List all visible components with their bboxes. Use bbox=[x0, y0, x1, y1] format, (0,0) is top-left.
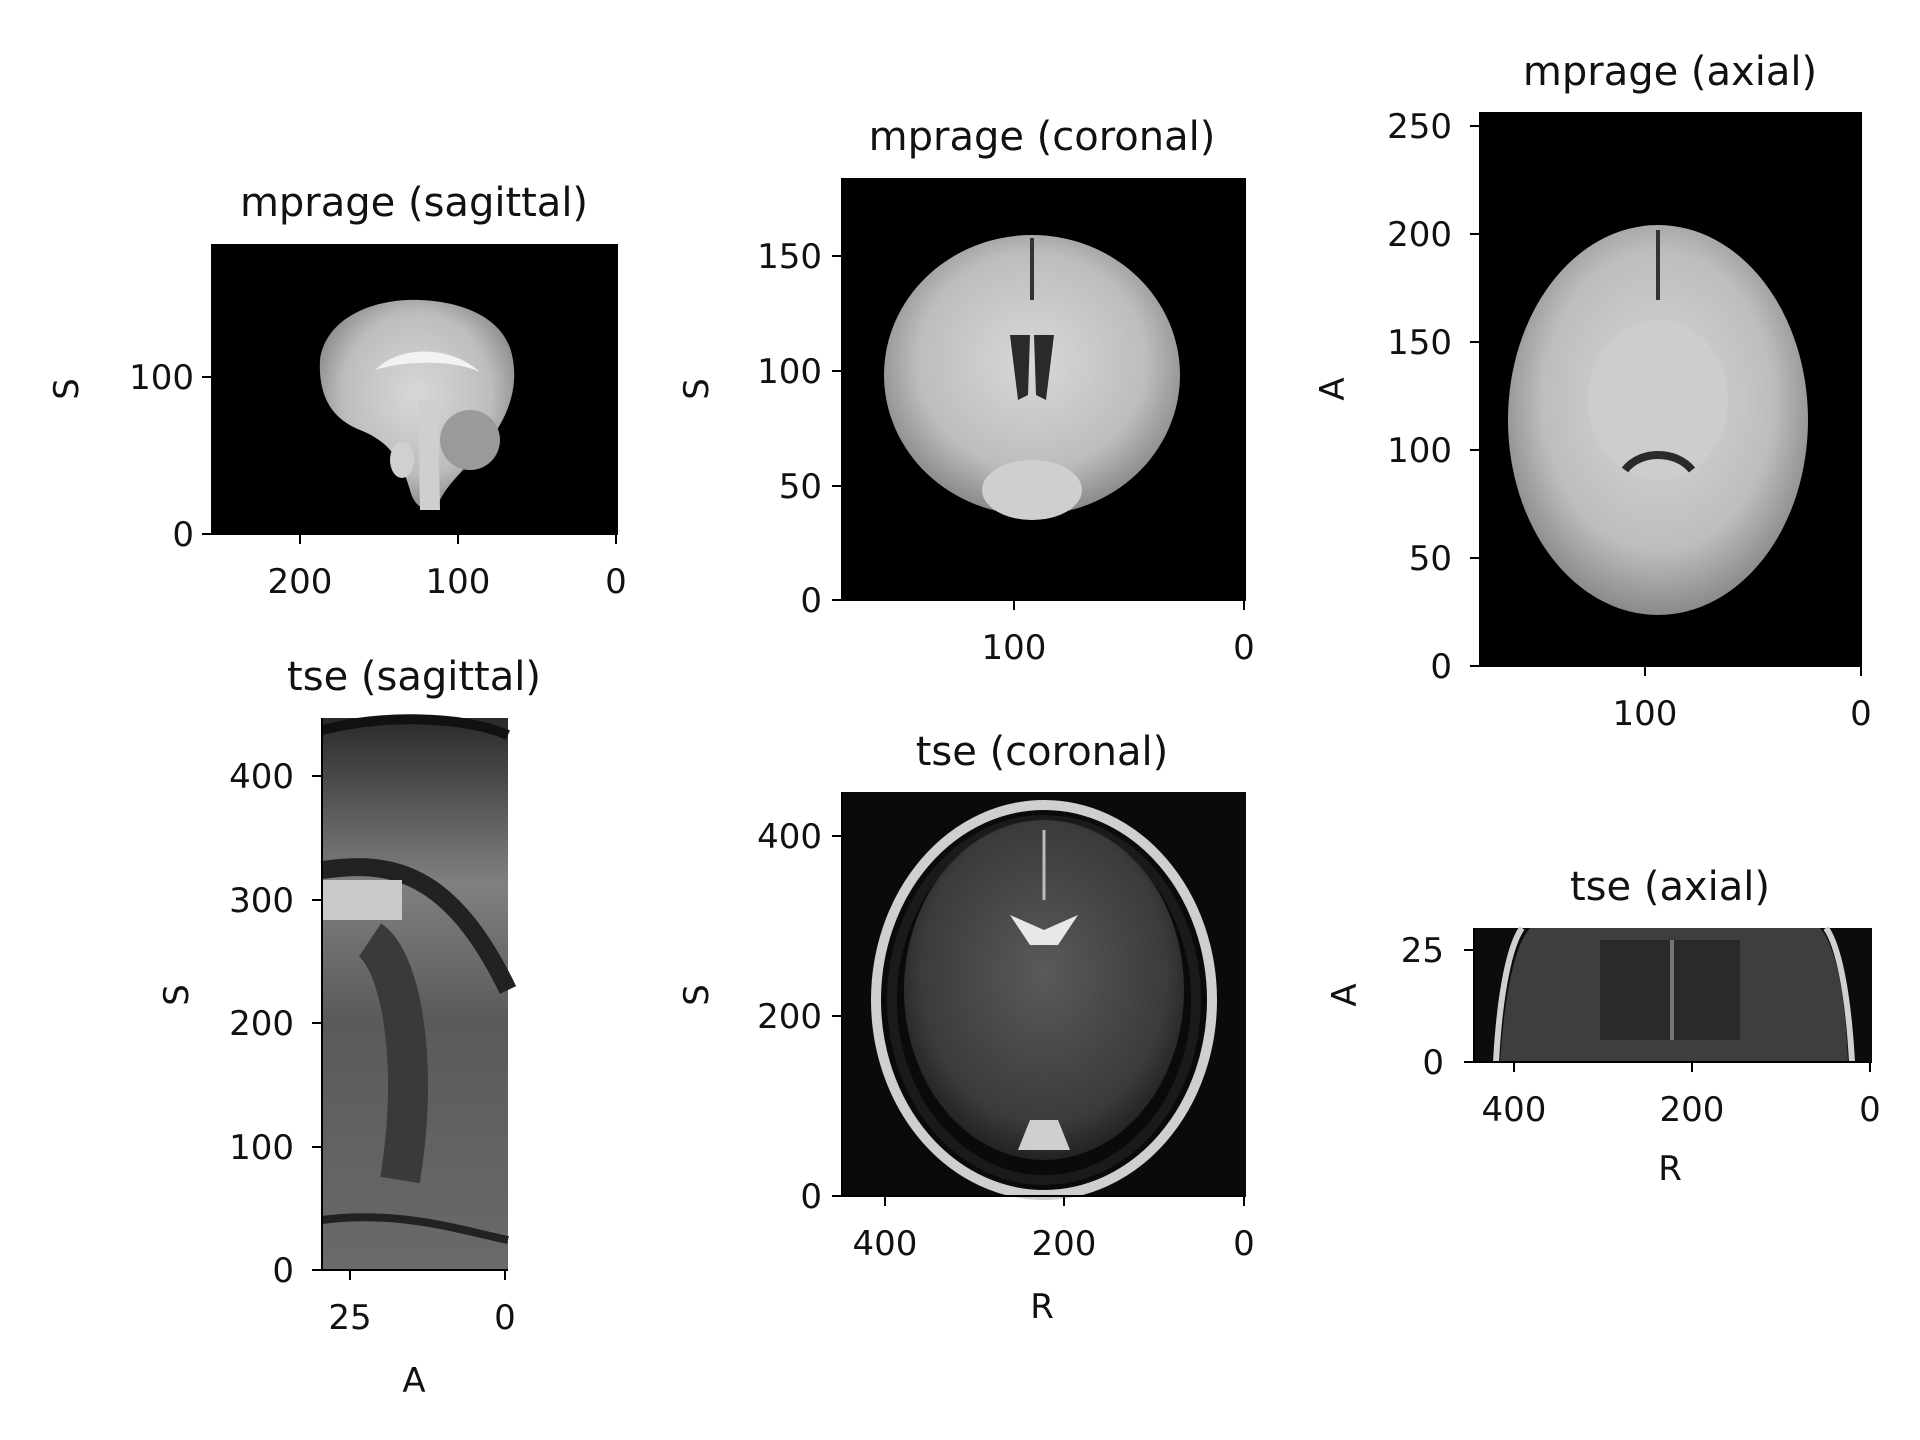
y-tick-label: 0 bbox=[1422, 1043, 1444, 1083]
x-tick-label: 100 bbox=[982, 628, 1047, 668]
y-tick-label: 150 bbox=[757, 237, 822, 277]
y-tick-label: 400 bbox=[757, 817, 822, 857]
panel-title: mprage (sagittal) bbox=[240, 180, 588, 226]
y-axis-label: A bbox=[1313, 377, 1353, 400]
panel-mprage-axial: mprage (axial) 100 0 250 200 150 100 50 … bbox=[1313, 49, 1872, 734]
panel-title: tse (sagittal) bbox=[287, 654, 541, 700]
x-tick-label: 400 bbox=[853, 1224, 918, 1264]
y-axis-label: S bbox=[47, 378, 87, 400]
x-tick-label: 0 bbox=[605, 562, 627, 602]
x-tick-label: 0 bbox=[1233, 628, 1255, 668]
y-tick-label: 50 bbox=[1409, 539, 1452, 579]
y-tick-label: 200 bbox=[229, 1004, 294, 1044]
panel-title: mprage (axial) bbox=[1523, 49, 1817, 95]
x-tick-label: 25 bbox=[328, 1298, 371, 1338]
y-tick-label: 100 bbox=[229, 1128, 294, 1168]
x-tick-label: 0 bbox=[494, 1298, 516, 1338]
panel-tse-coronal: tse (coronal) 400 200 0 R 400 200 0 S bbox=[677, 729, 1255, 1327]
y-axis-label: S bbox=[677, 378, 717, 400]
x-tick-label: 400 bbox=[1482, 1090, 1547, 1130]
y-tick-label: 0 bbox=[800, 1177, 822, 1217]
brain-slice-image bbox=[871, 800, 1217, 1200]
y-tick-label: 100 bbox=[757, 352, 822, 392]
panel-mprage-coronal: mprage (coronal) 100 0 150 100 50 0 S bbox=[677, 114, 1255, 668]
y-tick-label: 400 bbox=[229, 757, 294, 797]
x-tick-label: 200 bbox=[1032, 1224, 1097, 1264]
y-tick-label: 0 bbox=[172, 515, 194, 555]
brain-slice-image bbox=[319, 299, 515, 510]
y-tick-label: 100 bbox=[129, 358, 194, 398]
x-tick-label: 100 bbox=[1613, 694, 1678, 734]
x-axis-label: A bbox=[402, 1361, 425, 1401]
x-axis-label: R bbox=[1658, 1149, 1682, 1189]
y-tick-label: 300 bbox=[229, 881, 294, 921]
y-axis-label: A bbox=[1325, 983, 1365, 1006]
x-tick-label: 0 bbox=[1850, 694, 1872, 734]
x-tick-label: 0 bbox=[1233, 1224, 1255, 1264]
panel-tse-axial: tse (axial) 400 200 0 R 25 0 A bbox=[1325, 864, 1881, 1189]
x-tick-label: 200 bbox=[268, 562, 333, 602]
panel-title: tse (axial) bbox=[1570, 864, 1770, 910]
y-tick-label: 0 bbox=[272, 1251, 294, 1291]
y-tick-label: 50 bbox=[779, 467, 822, 507]
x-tick-label: 0 bbox=[1859, 1090, 1881, 1130]
panel-tse-sagittal: tse (sagittal) 25 0 A 400 300 200 100 0 … bbox=[157, 654, 541, 1401]
y-tick-label: 150 bbox=[1387, 323, 1452, 363]
x-tick-label: 200 bbox=[1660, 1090, 1725, 1130]
y-axis-label: S bbox=[157, 984, 197, 1006]
brain-slice-image bbox=[1508, 225, 1808, 615]
y-tick-label: 25 bbox=[1401, 931, 1444, 971]
y-tick-label: 200 bbox=[1387, 215, 1452, 255]
panel-title: tse (coronal) bbox=[916, 729, 1169, 775]
brain-slice-image bbox=[320, 714, 517, 1244]
brain-slice-image bbox=[884, 235, 1180, 520]
y-tick-label: 250 bbox=[1387, 107, 1452, 147]
y-tick-label: 100 bbox=[1387, 431, 1452, 471]
panel-mprage-sagittal: mprage (sagittal) 200 100 0 100 0 S bbox=[47, 180, 627, 602]
brain-slice-image bbox=[1493, 926, 1855, 1063]
y-axis-label: S bbox=[677, 984, 717, 1006]
x-tick-label: 100 bbox=[426, 562, 491, 602]
x-axis-label: R bbox=[1030, 1287, 1054, 1327]
y-tick-label: 200 bbox=[757, 997, 822, 1037]
y-tick-label: 0 bbox=[800, 581, 822, 621]
y-tick-label: 0 bbox=[1430, 647, 1452, 687]
panel-title: mprage (coronal) bbox=[869, 114, 1216, 160]
